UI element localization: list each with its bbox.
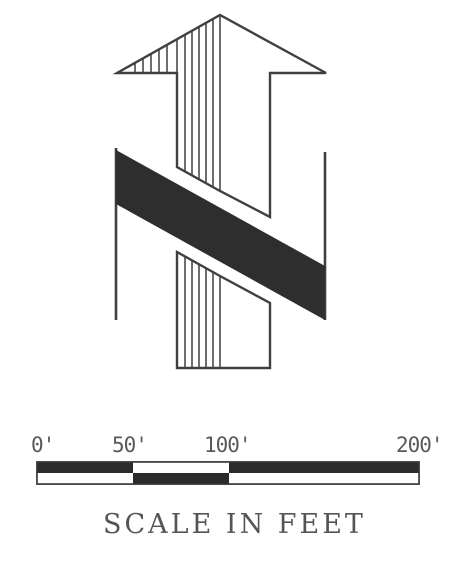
- scale-segment: [133, 473, 229, 484]
- scale-tick-label: 200': [396, 433, 444, 457]
- scale-segment: [37, 473, 133, 484]
- scale-segment: [229, 462, 419, 473]
- scale-title: SCALE IN FEET: [103, 509, 366, 540]
- n-diagonal-band: [116, 150, 325, 320]
- scale-segment: [133, 462, 229, 473]
- scale-segment: [37, 462, 133, 473]
- scale-tick-label: 50': [112, 433, 148, 457]
- scale-segment: [229, 473, 419, 484]
- north-arrow-outline: [112, 13, 327, 219]
- scale-tick-label: 100': [204, 433, 252, 457]
- arrow-tail-outline: [175, 249, 272, 370]
- scale-tick-label: 0': [31, 433, 55, 457]
